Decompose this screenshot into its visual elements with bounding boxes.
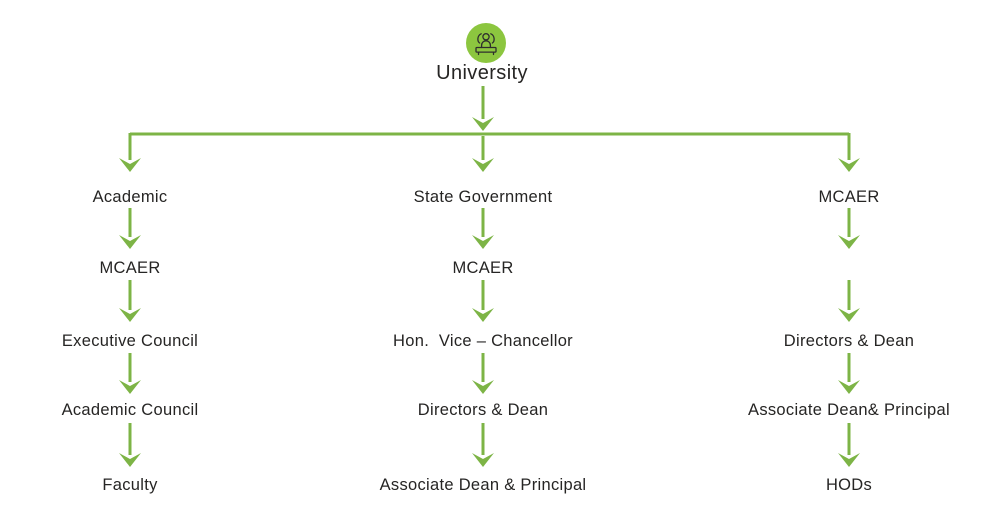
node-mcaer-left: MCAER: [99, 259, 161, 277]
arrowhead-down-icon: [838, 158, 860, 172]
node-state-government: State Government: [413, 188, 553, 206]
arrowhead-down-icon: [472, 308, 494, 322]
arrowhead-down-icon: [838, 235, 860, 249]
arrowhead-down-icon: [119, 453, 141, 467]
lecturer-at-desk-icon: [466, 23, 506, 63]
node-hods: HODs: [825, 476, 873, 494]
node-associate-dean-principal-right: Associate Dean& Principal: [748, 401, 950, 419]
node-mcaer-right: MCAER: [818, 188, 880, 206]
arrowhead-down-icon: [472, 453, 494, 467]
node-faculty: Faculty: [102, 476, 158, 494]
node-directors-dean-middle: Directors & Dean: [417, 401, 549, 419]
node-executive-council: Executive Council: [61, 332, 199, 350]
node-directors-dean-right: Directors & Dean: [783, 332, 915, 350]
arrowhead-down-icon: [472, 380, 494, 394]
node-academic-council: Academic Council: [61, 401, 199, 419]
arrowhead-down-icon: [838, 308, 860, 322]
arrowhead-down-icon: [119, 235, 141, 249]
node-academic: Academic: [92, 188, 168, 206]
arrowhead-down-icon: [472, 158, 494, 172]
arrowhead-down-icon: [119, 380, 141, 394]
arrowhead-down-icon: [472, 117, 494, 131]
node-associate-dean-principal-middle: Associate Dean & Principal: [379, 476, 587, 494]
root-node-university: University: [436, 62, 528, 84]
arrowhead-down-icon: [838, 380, 860, 394]
arrowhead-down-icon: [838, 453, 860, 467]
arrowhead-down-icon: [119, 308, 141, 322]
arrowhead-down-icon: [119, 158, 141, 172]
arrowhead-down-icon: [472, 235, 494, 249]
university-icon: [466, 23, 506, 63]
node-mcaer-middle: MCAER: [452, 259, 514, 277]
node-hon-vice-chancellor: Hon. Vice – Chancellor: [393, 332, 573, 350]
